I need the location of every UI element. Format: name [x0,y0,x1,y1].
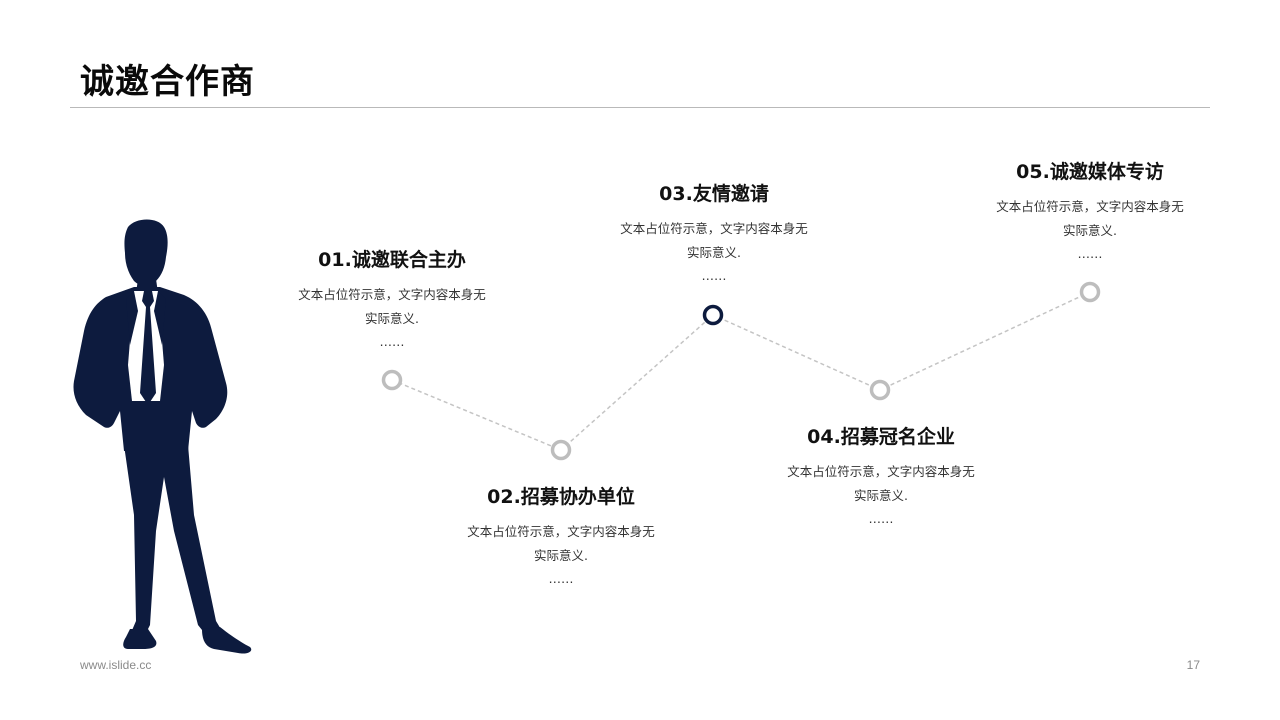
slide-title: 诚邀合作商 [80,62,255,102]
item-ellipsis: …… [379,334,405,349]
timeline-node-02 [550,439,572,461]
silhouette-legs [124,445,222,637]
item-title: 03.友情邀请 [659,183,769,205]
item-description-line: 实际意义. [687,244,741,260]
silhouette-right-lapel [154,291,166,345]
item-title: 04.招募冠名企业 [807,426,955,448]
silhouette-left-shoe [123,629,157,649]
item-title: 01.诚邀联合主办 [318,249,466,271]
timeline-item-05: 05.诚邀媒体专访 文本占位符示意，文字内容本身无 实际意义. …… [960,159,1220,266]
page-number: 17 [1186,658,1200,672]
silhouette-right-shoe [202,627,252,654]
item-description-line: 文本占位符示意，文字内容本身无 [996,199,1184,214]
item-ellipsis: …… [548,571,574,586]
item-description-line: 文本占位符示意，文字内容本身无 [298,287,486,302]
item-description-line: 实际意义. [854,487,908,503]
timeline-node-05 [1079,281,1101,303]
timeline-item-02: 02.招募协办单位 文本占位符示意，文字内容本身无 实际意义. …… [431,484,691,591]
item-ellipsis: …… [701,268,727,283]
timeline-node-04 [869,379,891,401]
item-description-line: 文本占位符示意，文字内容本身无 [620,221,808,236]
item-ellipsis: …… [1077,246,1103,261]
title-divider [70,107,1210,108]
timeline-item-01: 01.诚邀联合主办 文本占位符示意，文字内容本身无 实际意义. …… [262,247,522,354]
footer-website-url: www.islide.cc [80,658,152,672]
item-title: 05.诚邀媒体专访 [1016,161,1164,183]
businessman-silhouette-image [73,219,252,654]
silhouette-left-lapel [126,291,138,345]
timeline-node-03 [702,304,724,326]
item-description-line: 文本占位符示意，文字内容本身无 [787,464,975,479]
item-description-line: 实际意义. [365,310,419,326]
timeline-node-01 [381,369,403,391]
silhouette-tie [140,291,156,405]
silhouette-head [124,219,168,286]
item-ellipsis: …… [868,511,894,526]
item-title: 02.招募协办单位 [487,486,635,508]
item-description-line: 实际意义. [1063,222,1117,238]
timeline-item-03: 03.友情邀请 文本占位符示意，文字内容本身无 实际意义. …… [584,181,844,288]
item-description-line: 文本占位符示意，文字内容本身无 [467,524,655,539]
timeline-item-04: 04.招募冠名企业 文本占位符示意，文字内容本身无 实际意义. …… [751,424,1011,531]
item-description-line: 实际意义. [534,547,588,563]
